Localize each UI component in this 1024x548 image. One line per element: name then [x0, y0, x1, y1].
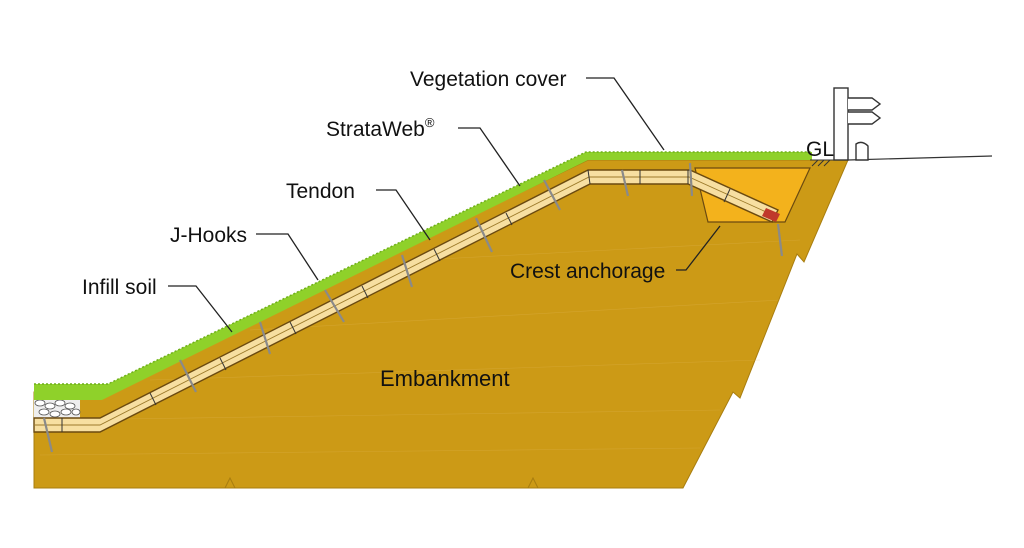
label-strataweb-text: StrataWeb	[326, 118, 425, 141]
label-strataweb-registered-mark: ®	[425, 115, 435, 130]
label-infill-soil: Infill soil	[82, 276, 157, 299]
road-barrier	[833, 87, 882, 161]
label-crest-anchorage: Crest anchorage	[510, 260, 665, 283]
gl-marker	[810, 159, 834, 167]
label-j-hooks: J-Hooks	[170, 224, 247, 247]
ground-line	[847, 155, 993, 161]
tendon-anchor-end	[762, 208, 780, 222]
label-vegetation-cover: Vegetation cover	[410, 68, 566, 91]
label-ground-level: GL	[806, 138, 834, 161]
crest-anchorage-trench	[694, 167, 811, 223]
embankment-texture	[39, 239, 801, 456]
break-marks	[224, 476, 539, 489]
toe-rock-infill	[34, 398, 81, 420]
vegetation-grass-edge	[34, 151, 812, 385]
leader-lines	[168, 77, 721, 333]
label-embankment: Embankment	[380, 366, 510, 391]
strataweb-layer	[33, 169, 779, 433]
label-strataweb: StrataWeb®	[326, 115, 435, 141]
j-hooks	[42, 162, 784, 453]
strataweb-cells	[61, 169, 731, 432]
label-tendon: Tendon	[286, 180, 355, 203]
